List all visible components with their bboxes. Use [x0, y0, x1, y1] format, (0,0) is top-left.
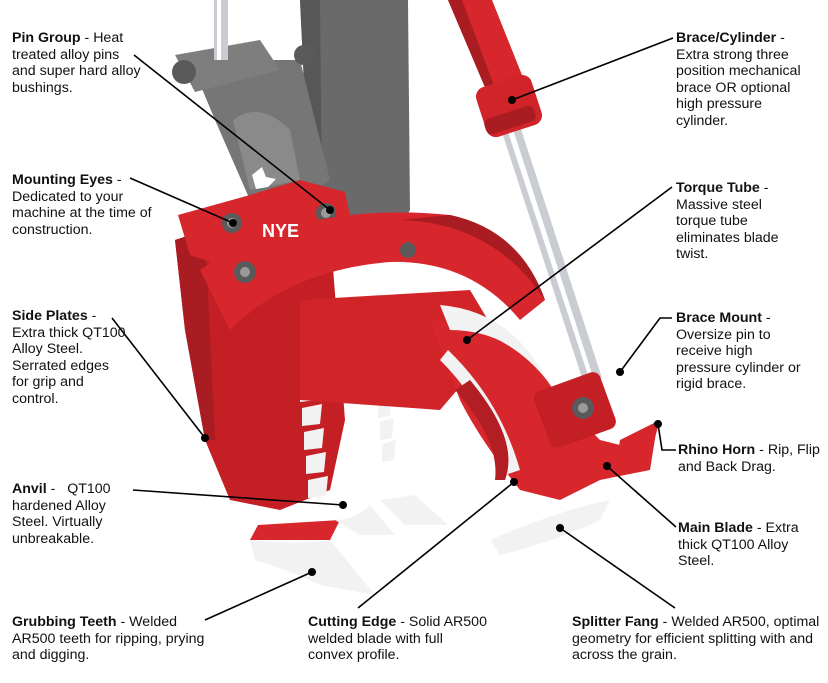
callout-pin-group: Pin Group - Heat treated alloy pins and … [12, 30, 142, 96]
callout-separator: - [112, 172, 122, 188]
grapple-body [175, 180, 660, 555]
callout-mounting-eyes: Mounting Eyes - Dedicated to your machin… [12, 172, 157, 238]
brace-cylinder-body [448, 0, 543, 138]
callout-separator: - [396, 614, 409, 630]
callout-cutting-edge: Cutting Edge - Solid AR500 welded blade … [308, 614, 488, 664]
callout-desc: Oversize pin to receive high pressure cy… [676, 326, 801, 393]
callout-title: Rhino Horn [678, 442, 756, 458]
callout-desc: Rip, Flip and Back Drag. [678, 442, 820, 475]
callout-brace-mount: Brace Mount - Oversize pin to receive hi… [676, 310, 806, 393]
callout-desc: Extra thick QT100 Alloy Steel. Serrated … [12, 324, 126, 407]
hydraulic-rods [214, 0, 602, 384]
callout-title: Anvil [12, 481, 47, 497]
callout-anvil: Anvil - QT100 hardened Alloy Steel. Virt… [12, 481, 132, 547]
callout-separator: - [755, 442, 768, 458]
callout-brace-cylinder: Brace/Cylinder - Extra strong three posi… [676, 30, 816, 130]
callout-separator: - [46, 481, 68, 497]
callout-title: Brace/Cylinder [676, 30, 777, 46]
callout-separator: - [776, 30, 785, 46]
grubbing-teeth-art [250, 495, 448, 595]
callout-separator: - [87, 308, 97, 324]
callout-separator: - [658, 614, 672, 630]
callout-title: Mounting Eyes [12, 172, 113, 188]
callout-rhino-horn: Rhino Horn - Rip, Flip and Back Drag. [678, 442, 823, 475]
callout-grubbing-teeth: Grubbing Teeth - Welded AR500 teeth for … [12, 614, 212, 664]
callout-desc: Extra thick QT100 Alloy Steel. [678, 520, 799, 570]
callout-desc: Welded AR500 teeth for ripping, prying a… [12, 614, 205, 664]
callout-desc: Extra strong three position mechanical b… [676, 46, 801, 129]
callout-side-plates: Side Plates - Extra thick QT100 Alloy St… [12, 308, 127, 408]
callout-torque-tube: Torque Tube - Massive steel torque tube … [676, 180, 806, 263]
callout-separator: - [752, 520, 766, 536]
callout-title: Main Blade [678, 520, 753, 536]
callout-title: Cutting Edge [308, 614, 397, 630]
callout-separator: - [116, 614, 130, 630]
leader-lines [111, 37, 677, 621]
callout-separator: - [80, 30, 94, 46]
callout-title: Pin Group [12, 30, 81, 46]
callout-title: Brace Mount [676, 310, 762, 326]
logo-text: NYE [262, 221, 299, 241]
callout-desc: QT100 hardened Alloy Steel. Virtually un… [12, 481, 111, 547]
callout-separator: - [761, 310, 771, 326]
callout-desc: Solid AR500 welded blade with full conve… [308, 614, 487, 664]
callout-desc: Massive steel torque tube eliminates bla… [676, 196, 779, 263]
callout-title: Splitter Fang [572, 614, 659, 630]
excavator-arm [172, 0, 410, 236]
callout-separator: - [759, 180, 769, 196]
callout-main-blade: Main Blade - Extra thick QT100 Alloy Ste… [678, 520, 820, 570]
callout-desc: Heat treated alloy pins and super hard a… [12, 30, 141, 96]
callout-splitter-fang: Splitter Fang - Welded AR500, optimal ge… [572, 614, 822, 664]
callout-title: Grubbing Teeth [12, 614, 117, 630]
callout-desc: Dedicated to your machine at the time of… [12, 188, 152, 238]
callout-title: Side Plates [12, 308, 88, 324]
callout-title: Torque Tube [676, 180, 760, 196]
callout-desc: Welded AR500, optimal geometry for effic… [572, 614, 820, 664]
